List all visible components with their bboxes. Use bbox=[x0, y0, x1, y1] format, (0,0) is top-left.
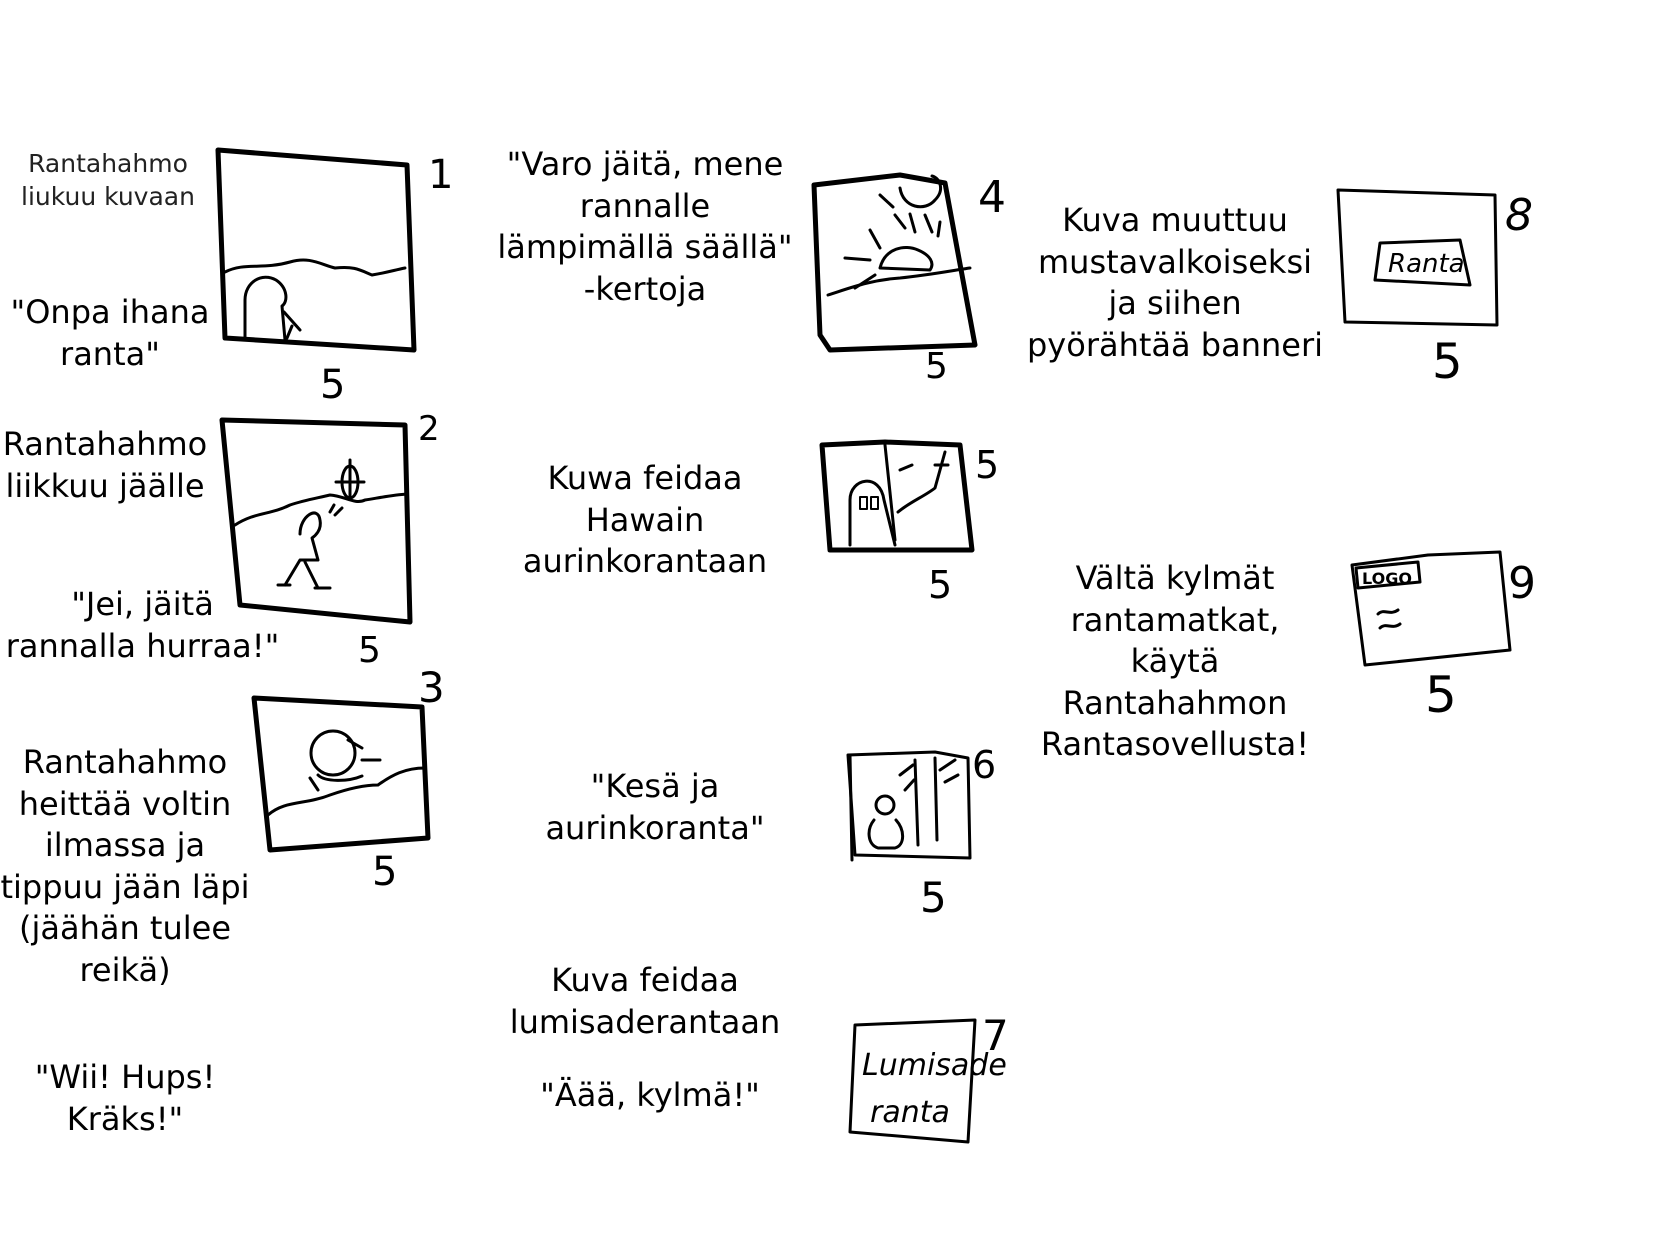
panel-9-logo-text: LOGO bbox=[1362, 569, 1412, 588]
panel-6-duration: 5 bbox=[920, 873, 947, 922]
panel-7-sketch-text-2: ranta bbox=[870, 1095, 950, 1130]
panel-8-sketch: Ranta 8 5 bbox=[1336, 188, 1533, 390]
panel-5-duration: 5 bbox=[928, 563, 952, 607]
panel-4-duration: 5 bbox=[925, 346, 948, 387]
panel-9-duration: 5 bbox=[1425, 666, 1457, 724]
panel-2-dialogue: "Jei, jäitä rannalla hurraa!" bbox=[5, 585, 280, 665]
panel-5-number: 5 bbox=[975, 443, 999, 487]
panel-3-duration: 5 bbox=[372, 849, 397, 895]
panel-1-sketch: 1 5 bbox=[215, 147, 453, 408]
panel-3-sketch: 3 5 bbox=[251, 663, 445, 895]
panel-2-duration: 5 bbox=[358, 630, 381, 671]
panel-3-number: 3 bbox=[418, 663, 445, 712]
panel-3-caption: Rantahahmo heittää voltin ilmassa ja tip… bbox=[0, 743, 250, 989]
panel-7-caption: Kuva feidaa lumisaderantaan bbox=[509, 961, 781, 1041]
panel-2-sketch: 2 5 bbox=[219, 409, 440, 671]
panel-5-caption: Kuwa feidaa Hawain aurinkorantaan bbox=[522, 459, 768, 581]
panel-8-duration: 5 bbox=[1432, 334, 1463, 390]
panel-6-sketch: 6 5 bbox=[846, 743, 996, 922]
panel-2-caption: Rantahahmo liikkuu jäälle bbox=[2, 425, 208, 505]
panel-9-number: 9 bbox=[1508, 558, 1536, 609]
panel-4-number: 4 bbox=[978, 172, 1006, 223]
panel-2-number: 2 bbox=[418, 409, 440, 449]
panel-8-number: 8 bbox=[1505, 190, 1533, 241]
panel-9-caption: Vältä kylmät rantamatkat, käytä Rantahah… bbox=[1040, 559, 1310, 764]
panel-4-sketch: 4 5 bbox=[811, 172, 1006, 387]
panel-1-dialogue: "Onpa ihana ranta" bbox=[10, 293, 210, 373]
panel-7-sketch: Lumisade ranta 7 bbox=[848, 1011, 1009, 1144]
panel-7-dialogue: "Äää, kylmä!" bbox=[540, 1076, 760, 1114]
panel-8-caption: Kuva muuttuu mustavalkoiseksi ja siihen … bbox=[1026, 201, 1324, 364]
panel-6-caption: "Kesä ja aurinkoranta" bbox=[545, 767, 765, 847]
panel-4-caption: "Varo jäitä, mene rannalle lämpimällä sä… bbox=[497, 145, 793, 308]
panel-7-sketch-text-1: Lumisade bbox=[862, 1048, 1007, 1083]
panel-1-number: 1 bbox=[428, 152, 453, 198]
panel-1-duration: 5 bbox=[320, 362, 345, 408]
panel-8-sketch-text: Ranta bbox=[1388, 249, 1465, 279]
panel-7-number: 7 bbox=[982, 1011, 1009, 1060]
panel-5-sketch: 5 5 bbox=[819, 439, 999, 607]
panel-9-sketch: LOGO 9 5 bbox=[1350, 550, 1536, 724]
panel-6-number: 6 bbox=[972, 743, 996, 787]
panel-3-dialogue: "Wii! Hups! Kräks!" bbox=[34, 1058, 216, 1138]
panel-1-caption: Rantahahmo liukuu kuvaan bbox=[21, 149, 195, 211]
